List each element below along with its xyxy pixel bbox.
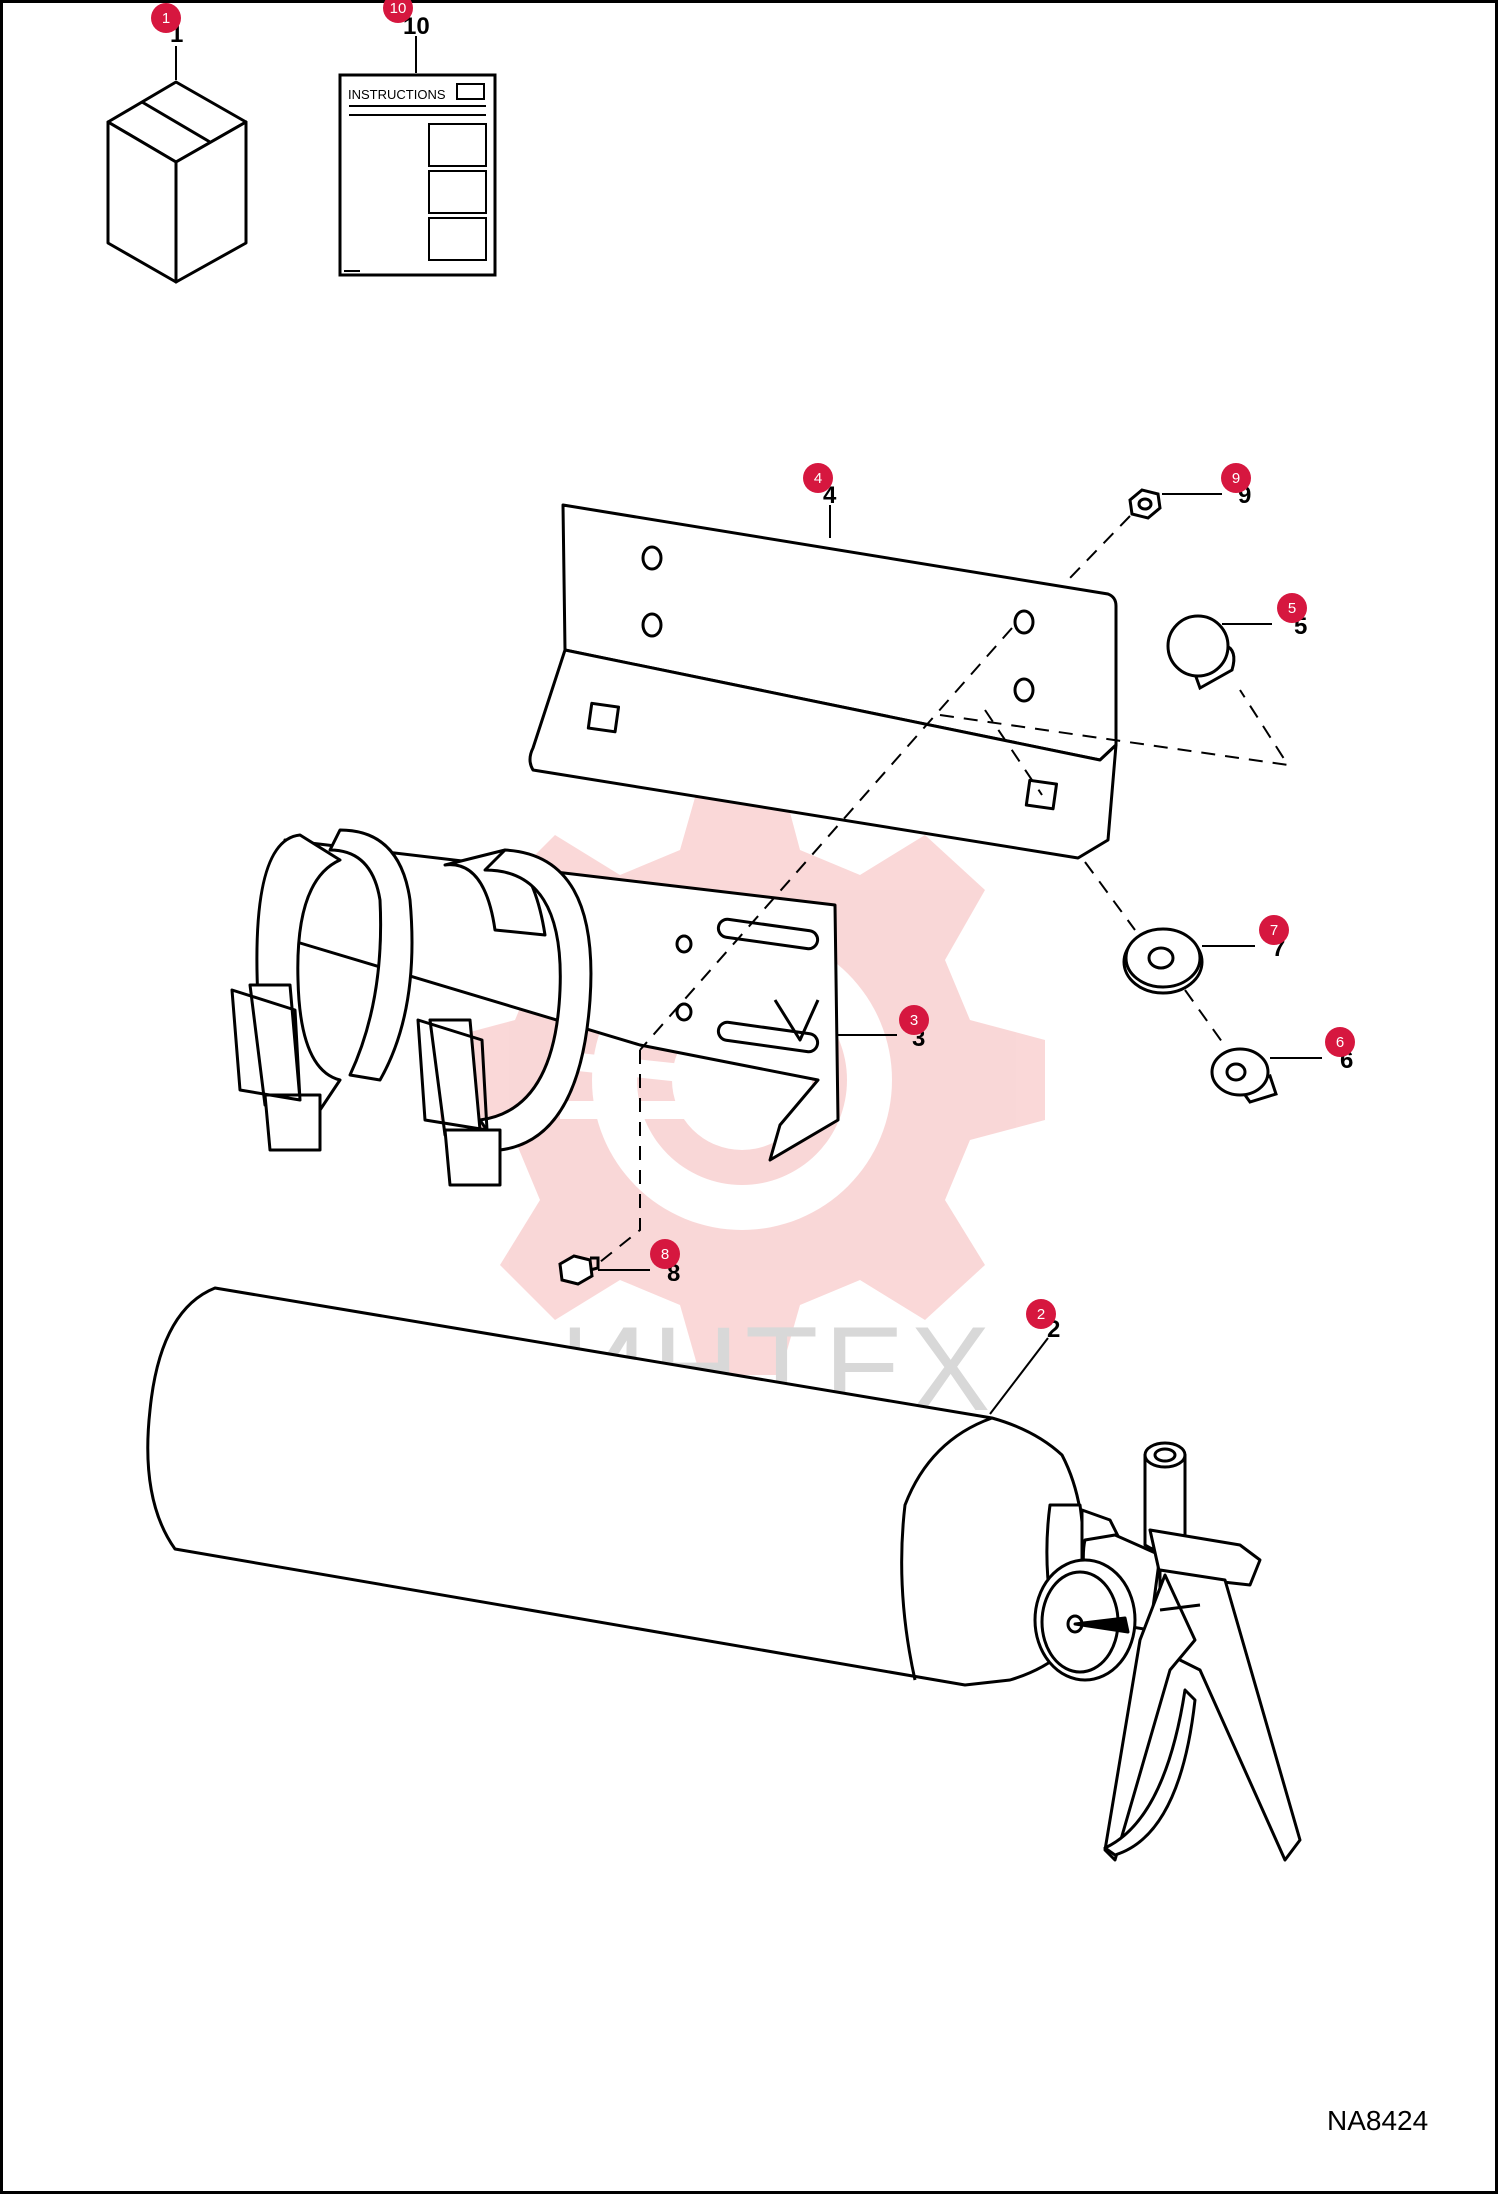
part-10-instruction-sheet: INSTRUCTIONS (338, 73, 497, 277)
callout-markers: 1 2 3 4 5 6 7 8 9 10 (151, 0, 1355, 1329)
callout-number: 3 (910, 1012, 918, 1029)
part-8-screw (558, 1254, 600, 1286)
callout-number: 9 (1232, 470, 1240, 487)
callout-dot (1221, 463, 1251, 493)
callout-number: 4 (814, 470, 822, 487)
callout-dot (1026, 1299, 1056, 1329)
callout-number: 5 (1288, 600, 1296, 617)
callout-bracket-with-straps: 3 (899, 1005, 929, 1035)
part-2-fire-extinguisher (146, 1286, 1302, 1862)
callout-dot (151, 3, 181, 33)
part-4-mounting-plate (528, 503, 1118, 860)
callout-washer: 7 (1259, 915, 1289, 945)
part-5-bolt (1166, 614, 1236, 691)
callout-number: 10 (390, 0, 407, 17)
callout-mounting-plate: 4 (803, 463, 833, 493)
callout-number: 8 (661, 1246, 669, 1263)
callout-hex-nut: 9 (1221, 463, 1251, 493)
part-7-washer (1122, 927, 1204, 995)
part-9-hex-nut (1128, 488, 1162, 520)
callout-instruction-sheet: 10 (383, 0, 413, 23)
part-1-box (106, 80, 248, 284)
callout-fire-extinguisher: 2 (1026, 1299, 1056, 1329)
assembly-lines (599, 515, 1291, 1263)
callout-dot (899, 1005, 929, 1035)
figure-reference-code: NA8424 (1327, 2105, 1428, 2136)
callout-bolt: 5 (1277, 593, 1307, 623)
callout-dot (1277, 593, 1307, 623)
instruction-sheet-title: INSTRUCTIONS (348, 87, 446, 102)
callout-dot (1325, 1027, 1355, 1057)
callout-nut: 6 (1325, 1027, 1355, 1057)
callout-dot (1259, 915, 1289, 945)
part-6-nut (1210, 1047, 1278, 1104)
callout-dot (650, 1239, 680, 1269)
callout-number: 2 (1037, 1306, 1045, 1323)
callout-number: 6 (1336, 1034, 1344, 1051)
callout-number: 7 (1270, 922, 1278, 939)
callout-dot (803, 463, 833, 493)
callout-screw: 8 (650, 1239, 680, 1269)
callout-number: 1 (162, 10, 170, 27)
callout-box-kit: 1 (151, 3, 181, 33)
callout-dot (383, 0, 413, 23)
part-3-bracket-with-straps (230, 828, 840, 1187)
